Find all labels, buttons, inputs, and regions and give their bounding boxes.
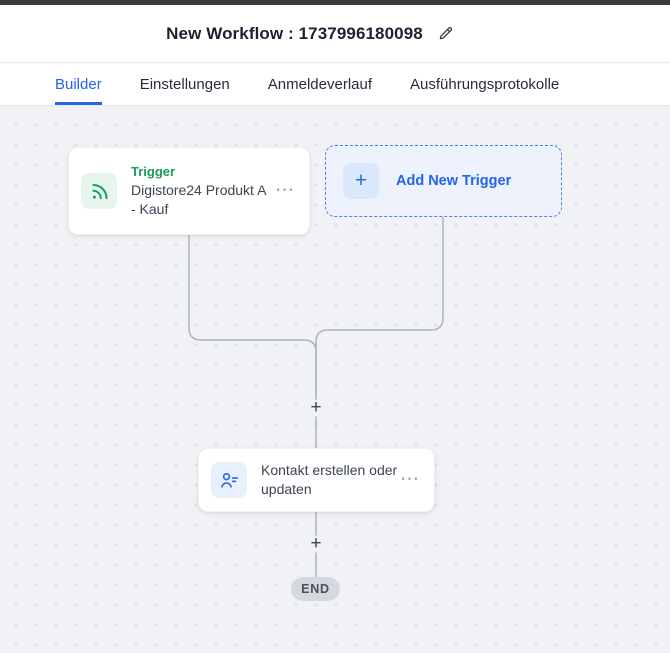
trigger-card-text: Trigger Digistore24 Produkt A - Kauf <box>131 164 273 219</box>
tab-einstellungen[interactable]: Einstellungen <box>139 75 230 93</box>
add-new-trigger-label: Add New Trigger <box>396 173 512 189</box>
add-step-button[interactable]: + <box>305 533 327 555</box>
contact-action-icon <box>211 462 247 498</box>
tab-builder[interactable]: Builder <box>55 63 102 105</box>
add-step-button[interactable]: + <box>305 397 327 419</box>
page-title: New Workflow : 1737996180098 <box>166 23 423 43</box>
window-top-strip <box>0 0 670 5</box>
workflow-header: New Workflow : 1737996180098 <box>0 5 670 63</box>
end-node: END <box>291 577 340 601</box>
workflow-canvas[interactable]: Trigger Digistore24 Produkt A - Kauf ⋯ +… <box>0 106 670 653</box>
trigger-type-label: Trigger <box>131 163 176 179</box>
tab-anmeldeverlauf[interactable]: Anmeldeverlauf <box>267 75 373 93</box>
add-new-trigger-button[interactable]: + Add New Trigger <box>325 145 562 217</box>
tab-bar: Builder Einstellungen Anmeldeverlauf Aus… <box>0 63 670 106</box>
tab-ausfuehrungsprotokolle[interactable]: Ausführungsprotokolle <box>410 75 560 93</box>
trigger-name: Digistore24 Produkt A - Kauf <box>131 181 266 217</box>
action-name: Kontakt erstellen oder updaten <box>261 462 398 497</box>
action-card[interactable]: Kontakt erstellen oder updaten ⋯ <box>198 448 435 512</box>
rss-trigger-icon <box>81 173 117 209</box>
action-card-text: Kontakt erstellen oder updaten <box>261 461 398 499</box>
pencil-icon <box>437 25 454 42</box>
workflow-title-row: New Workflow : 1737996180098 <box>166 23 456 44</box>
trigger-card[interactable]: Trigger Digistore24 Produkt A - Kauf ⋯ <box>68 147 310 235</box>
plus-icon: + <box>343 163 379 199</box>
edit-title-button[interactable] <box>435 23 456 44</box>
